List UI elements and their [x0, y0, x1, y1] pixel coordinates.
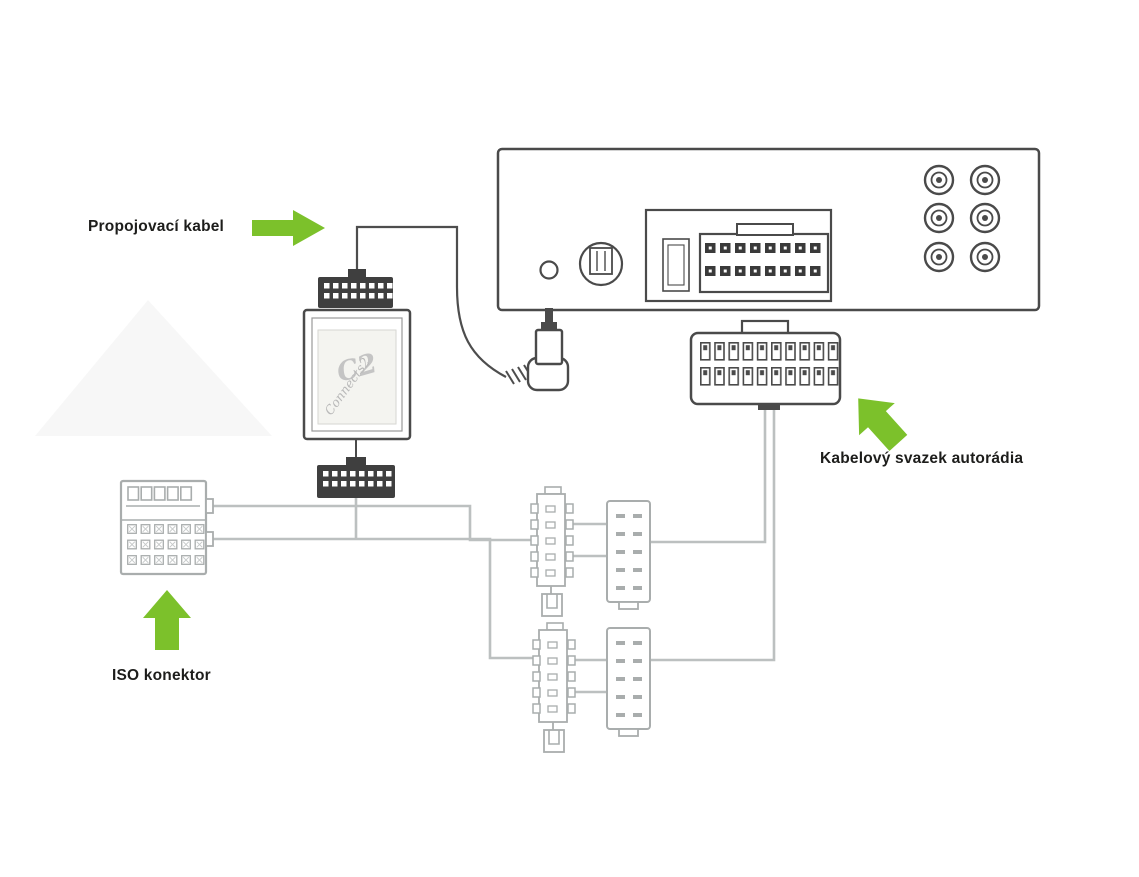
iso-connector	[119, 479, 214, 576]
plug-connector-1	[606, 500, 651, 610]
arrow-radio-harness	[858, 398, 908, 451]
label-radio-harness: Kabelový svazek autorádia	[820, 450, 1024, 467]
label-iso-connector: ISO konektor	[112, 667, 211, 684]
label-connecting-cable: Propojovací kabel	[88, 218, 225, 235]
aux-jack-35mm	[505, 308, 570, 392]
arrow-iso-connector	[143, 590, 191, 650]
head-unit	[496, 147, 1041, 312]
wire-iso-to-mini2	[213, 537, 539, 660]
adapter-label	[317, 329, 397, 425]
main-connector-block	[644, 208, 833, 303]
antenna-connector	[578, 241, 624, 287]
adapter-interface-box: C2 Connects2	[302, 269, 412, 498]
arrow-connecting-cable	[252, 210, 325, 246]
adapter-bottom-connector	[317, 457, 395, 498]
plug-connector-2	[606, 627, 651, 737]
harness-wires	[213, 409, 776, 694]
adapter-top-connector	[318, 269, 394, 308]
radio-16pin-socket	[698, 223, 830, 294]
wire-connecting-cable	[355, 225, 507, 378]
wire-harness-to-plug1	[650, 409, 767, 544]
mini-connector-2	[532, 622, 576, 753]
jack-cable-ribs	[505, 364, 533, 385]
background-watermark	[35, 300, 272, 436]
mini-connector-1	[530, 486, 574, 617]
screw-hole	[539, 260, 559, 280]
radio-harness-connector-20pin	[689, 319, 842, 410]
wire-harness-to-plug2	[650, 409, 776, 662]
wire-iso-to-mini1	[213, 504, 537, 542]
